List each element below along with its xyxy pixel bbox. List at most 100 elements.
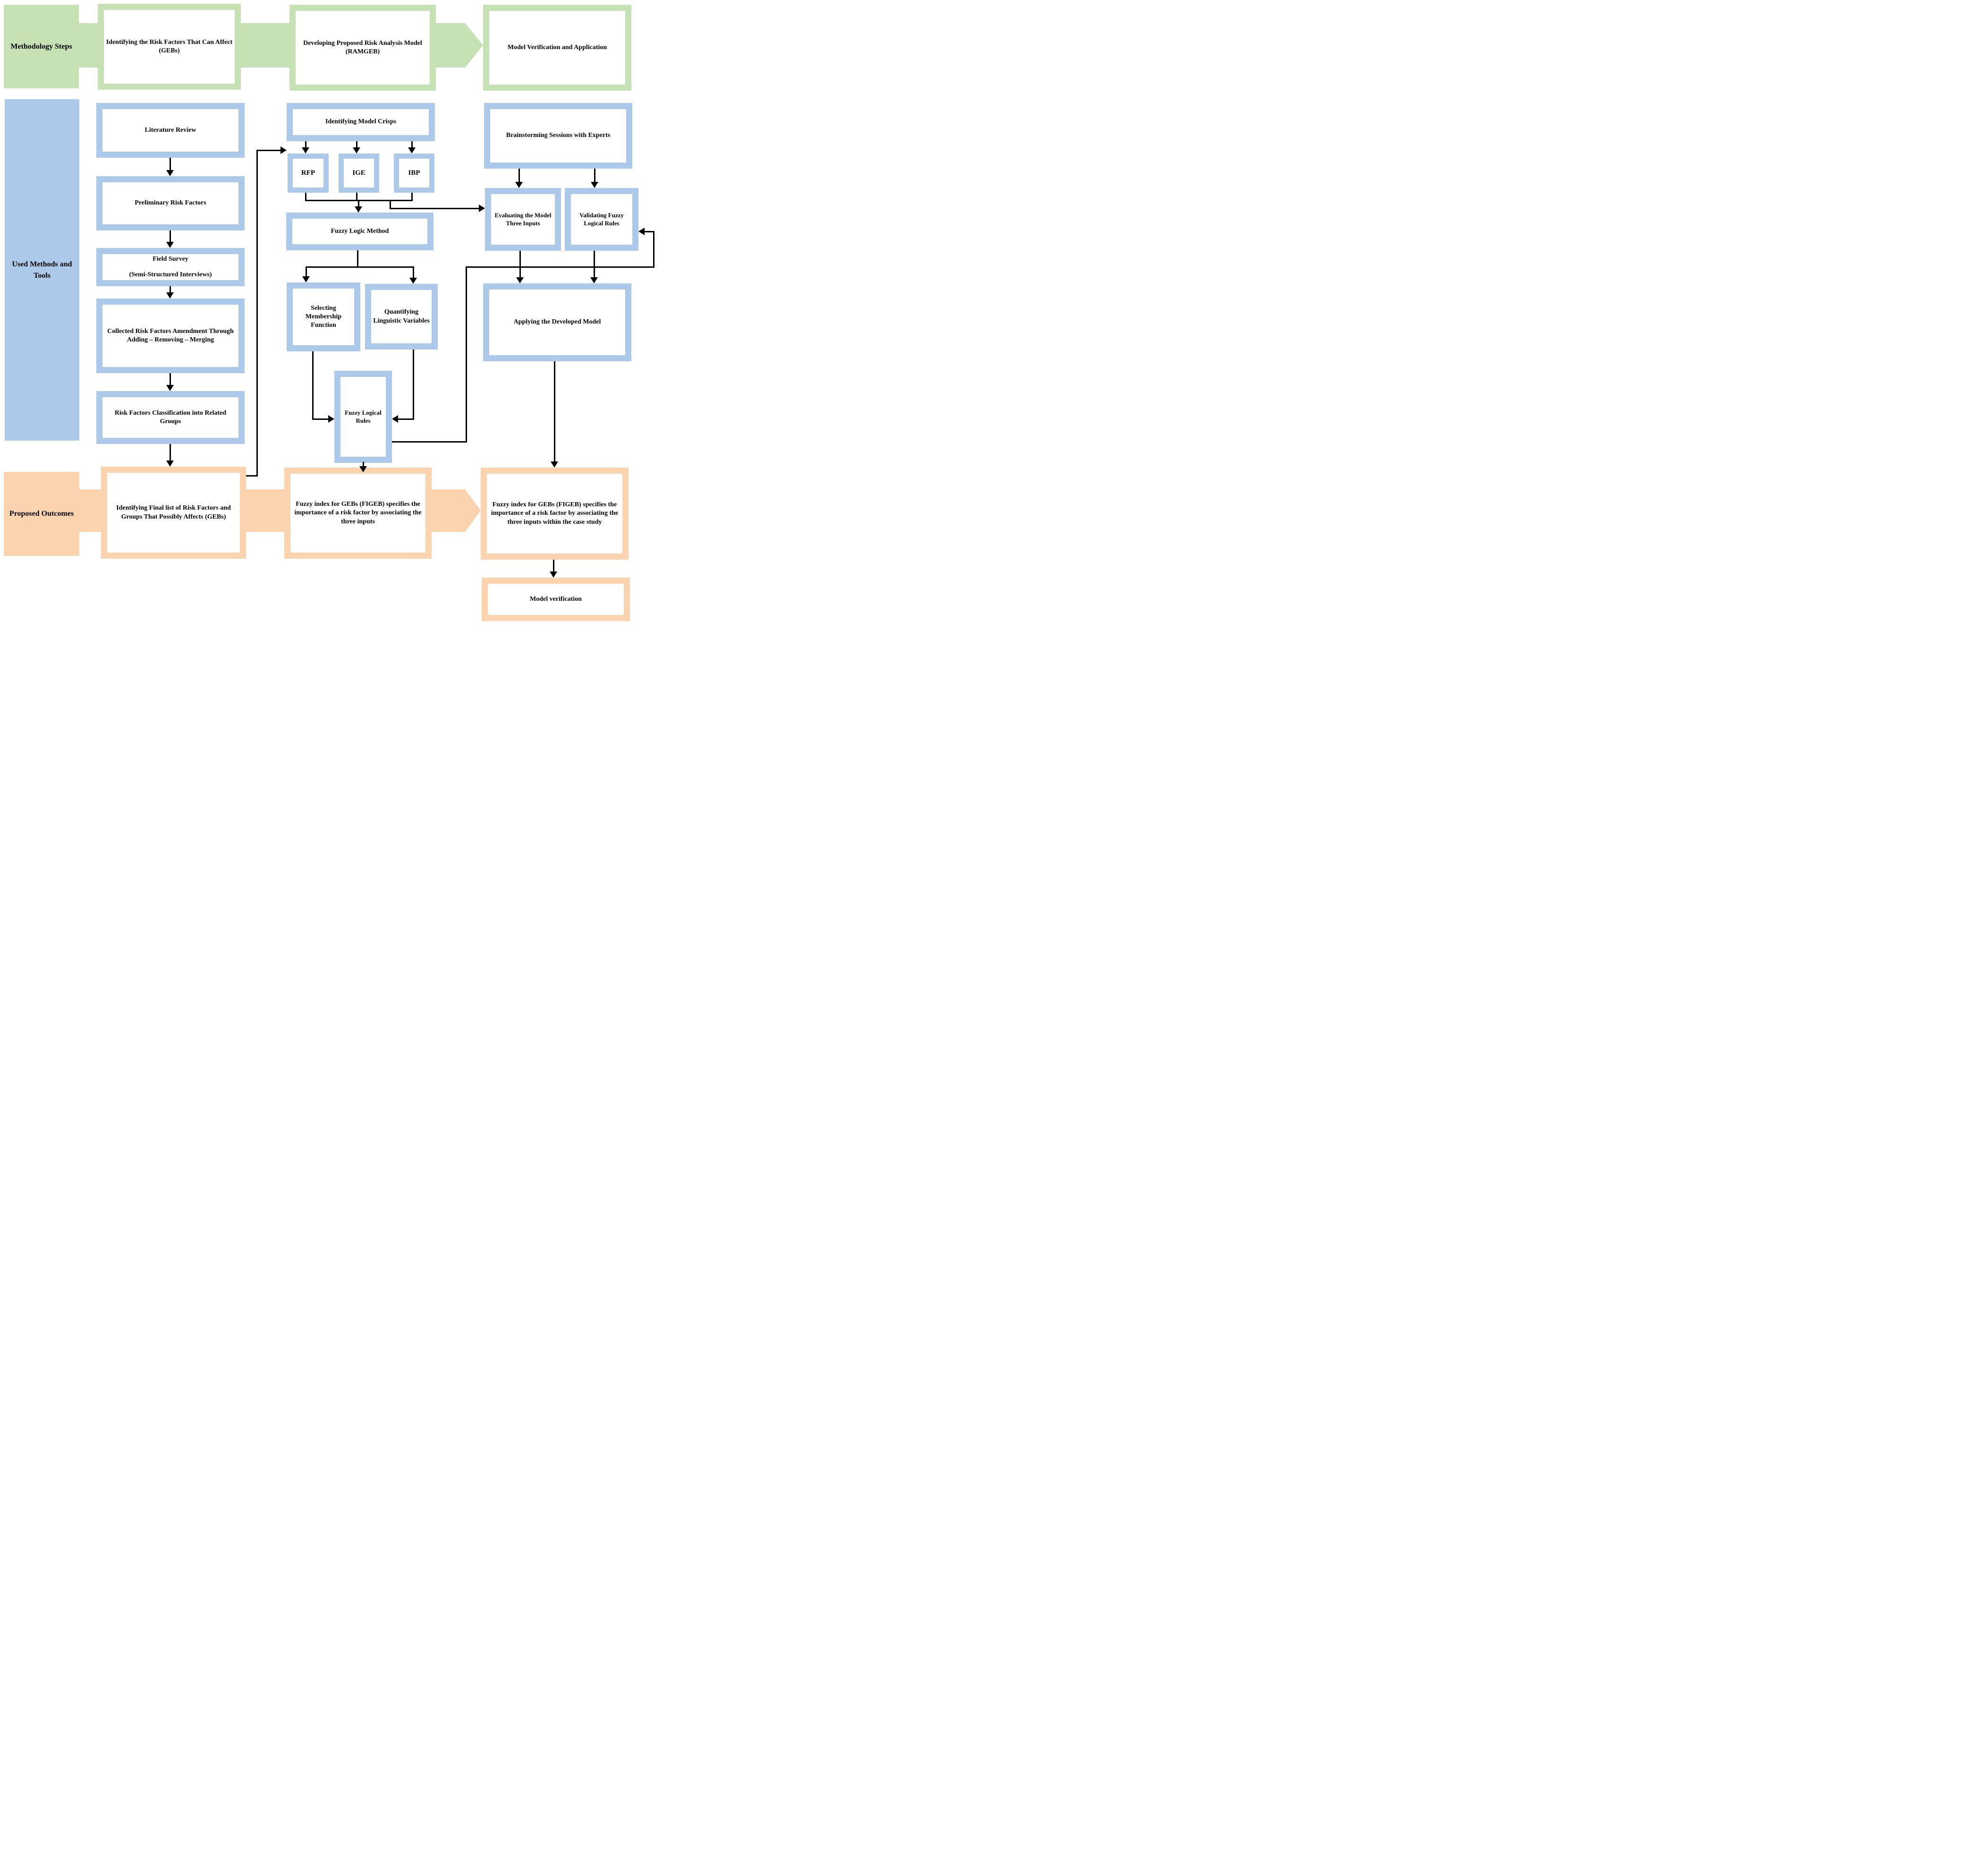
connector-line — [411, 193, 413, 200]
connector-band-step1-step2 — [240, 23, 290, 68]
outcome-arrow-body — [431, 489, 465, 532]
connector-line — [390, 200, 391, 209]
connector-line — [170, 286, 171, 293]
node-validating-fuzzy-rules: Validating Fuzzy Logical Rules — [565, 188, 638, 251]
outcome-box-model-verification: Model verification — [482, 578, 630, 621]
node-text: Brainstorming Sessions with Experts — [490, 109, 626, 162]
connector-line — [554, 361, 555, 462]
connector-line — [170, 230, 171, 242]
connector-band-label-step1 — [78, 23, 98, 68]
arrowhead-down — [551, 461, 558, 468]
node-selecting-membership-function: Selecting Membership Function — [287, 282, 360, 351]
node-fuzzy-logical-rules: Fuzzy Logical Rules — [334, 371, 392, 463]
connector-line — [594, 169, 595, 182]
connector-line — [305, 193, 306, 200]
step-box-text: Model Verification and Application — [489, 11, 625, 85]
step-box-text: Identifying the Risk Factors That Can Af… — [104, 10, 235, 84]
node-text: Preliminary Risk Factors — [102, 182, 238, 224]
node-brainstorming-sessions: Brainstorming Sessions with Experts — [484, 103, 632, 169]
node-text: Field Survey (Semi-Structured Interviews… — [102, 254, 238, 280]
connector-band-outcome1-outcome2 — [246, 489, 285, 532]
step-box-model-verification-application: Model Verification and Application — [483, 5, 631, 91]
node-text: Identifying Model Crisps — [293, 109, 429, 135]
node-risk-factors-classification: Risk Factors Classification into Related… — [96, 391, 245, 444]
connector-line — [653, 231, 654, 268]
arrowhead-down — [166, 385, 174, 391]
connector-line — [363, 462, 364, 467]
node-text: Literature Review — [102, 109, 238, 152]
connector-line — [519, 251, 521, 278]
node-quantifying-linguistic-variables: Quantifying Linguistic Variables — [365, 284, 438, 350]
outcome-text: Identifying Final list of Risk Factors a… — [107, 473, 240, 553]
connector-line — [170, 158, 171, 171]
connector-line — [398, 418, 414, 420]
arrowhead-down — [166, 460, 174, 467]
connector-line — [466, 266, 654, 268]
connector-line — [356, 193, 357, 200]
outcome-text: Fuzzy index for GEBs (FIGEB) specifies t… — [290, 474, 425, 553]
node-literature-review: Literature Review — [96, 103, 245, 158]
connector-line — [518, 169, 520, 182]
node-collected-risk-factors-amendment: Collected Risk Factors Amendment Through… — [96, 298, 245, 373]
node-text: Validating Fuzzy Logical Rules — [571, 194, 632, 245]
node-ige: IGE — [339, 153, 379, 193]
connector-line — [594, 251, 595, 278]
node-preliminary-risk-factors: Preliminary Risk Factors — [96, 176, 245, 230]
connector-line — [357, 250, 358, 267]
arrowhead-down — [550, 571, 557, 578]
node-identifying-model-crisps: Identifying Model Crisps — [287, 103, 435, 141]
connector-line — [413, 350, 414, 420]
node-applying-developed-model: Applying the Developed Model — [483, 283, 631, 361]
arrowhead-down — [355, 206, 362, 213]
node-text: Fuzzy Logic Method — [292, 219, 427, 244]
connector-line — [392, 441, 467, 443]
outcome-text: Model verification — [488, 584, 624, 615]
connector-line — [305, 141, 306, 148]
arrowhead-left — [392, 415, 398, 423]
arrowhead-down — [516, 277, 524, 283]
arrowhead-down — [590, 277, 598, 283]
connector-line — [170, 444, 171, 461]
arrowhead-down — [409, 278, 417, 284]
arrowhead-down — [302, 276, 310, 282]
node-text: Collected Risk Factors Amendment Through… — [102, 305, 238, 367]
connector-line — [306, 266, 307, 277]
node-field-survey: Field Survey (Semi-Structured Interviews… — [96, 248, 245, 286]
connector-line — [246, 475, 258, 477]
arrowhead-down — [408, 147, 416, 153]
arrowhead-down — [515, 182, 523, 188]
connector-line — [306, 266, 414, 268]
connector-line — [356, 141, 357, 148]
node-rfp: RFP — [288, 153, 329, 193]
step-box-text: Developing Proposed Risk Analysis Model … — [296, 11, 430, 85]
arrowhead-down — [166, 170, 174, 176]
arrowhead-down — [166, 242, 174, 248]
node-text: Applying the Developed Model — [489, 290, 625, 355]
node-text: Risk Factors Classification into Related… — [102, 397, 238, 438]
arrowhead-right — [328, 415, 334, 423]
outcome-arrow-head — [465, 489, 481, 532]
outcome-box-figeb: Fuzzy index for GEBs (FIGEB) specifies t… — [284, 468, 432, 559]
methodology-flowchart: Methodology Steps Used Methods and Tools… — [0, 0, 657, 625]
connector-line — [312, 351, 314, 420]
step-arrow-body — [435, 23, 466, 68]
step-box-developing-ramgeb: Developing Proposed Risk Analysis Model … — [289, 5, 436, 91]
node-evaluating-model-inputs: Evaluating the Model Three Inputs — [485, 188, 561, 251]
step-box-identifying-risk-factors: Identifying the Risk Factors That Can Af… — [98, 4, 241, 90]
connector-band-label-outcome1 — [79, 489, 102, 532]
node-text: Fuzzy Logical Rules — [340, 377, 386, 457]
node-fuzzy-logic-method: Fuzzy Logic Method — [286, 213, 434, 250]
field-survey-subtitle: (Semi-Structured Interviews) — [129, 271, 212, 278]
connector-line — [390, 208, 479, 209]
outcome-text: Fuzzy index for GEBs (FIGEB) specifies t… — [487, 474, 622, 554]
arrowhead-down — [166, 292, 174, 298]
arrowhead-down — [359, 466, 367, 472]
step-arrow-head — [465, 23, 483, 68]
connector-line — [170, 373, 171, 385]
connector-line — [312, 418, 328, 420]
connector-line — [466, 266, 467, 443]
connector-line — [358, 200, 359, 207]
node-text: RFP — [293, 159, 323, 188]
node-ibp: IBP — [394, 153, 434, 193]
arrowhead-down — [591, 182, 598, 188]
